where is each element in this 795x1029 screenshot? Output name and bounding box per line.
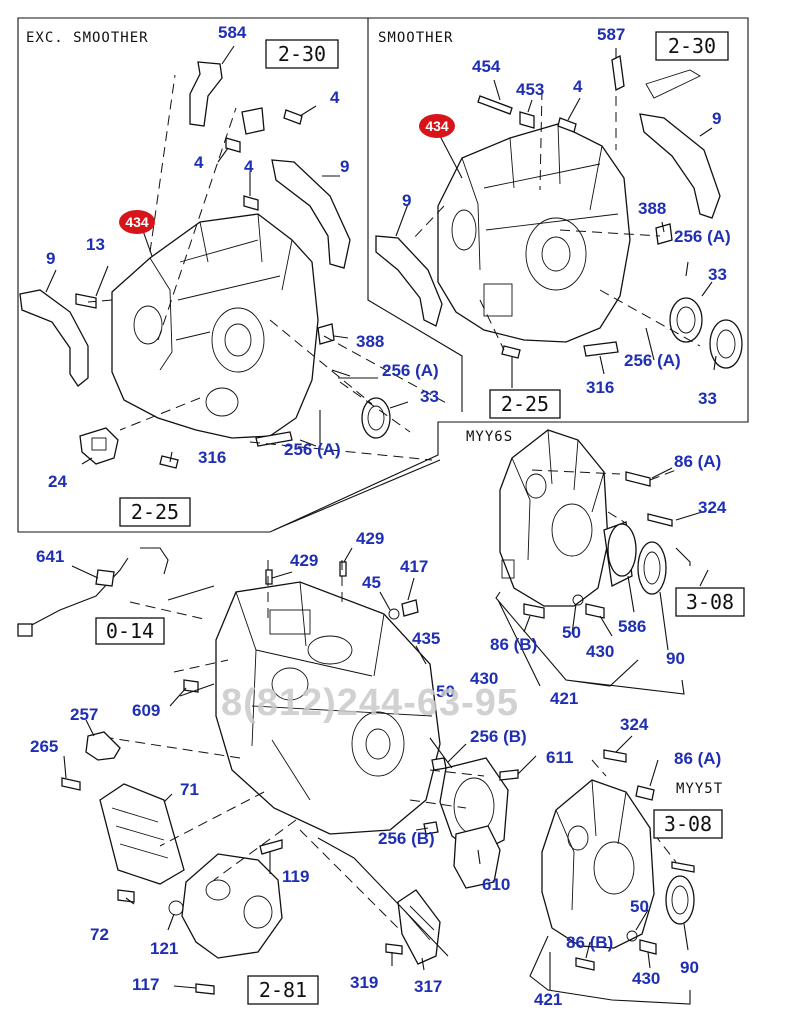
part-label[interactable]: 33	[708, 265, 727, 284]
part-label[interactable]: 72	[90, 925, 109, 944]
part-label[interactable]: 4	[330, 88, 340, 107]
ref-box[interactable]	[489, 389, 561, 419]
part-label[interactable]: 265	[30, 737, 58, 756]
part-label[interactable]: 388	[638, 199, 666, 218]
part-label[interactable]: 316	[586, 378, 614, 397]
highlight-part-434[interactable]: 434 434	[119, 114, 455, 234]
part-label[interactable]: 33	[420, 387, 439, 406]
section-header-myy5t: MYY5T	[676, 781, 723, 797]
part-label[interactable]: 641	[36, 547, 64, 566]
part-label[interactable]: 430	[632, 969, 660, 988]
ref-box-label[interactable]: 2-30	[278, 42, 326, 66]
part-label[interactable]: 453	[516, 80, 544, 99]
part-label[interactable]: 611	[546, 748, 573, 767]
ref-box-label[interactable]: 0-14	[106, 619, 154, 643]
ref-box[interactable]	[95, 617, 165, 645]
part-label[interactable]: 586	[618, 617, 646, 636]
ref-box-label[interactable]: 3-08	[686, 590, 734, 614]
ref-box-label[interactable]: 2-30	[668, 34, 716, 58]
part-label[interactable]: 587	[597, 25, 625, 44]
part-label[interactable]: 4	[194, 153, 204, 172]
part-label[interactable]: 324	[620, 715, 649, 734]
transmission-case	[17, 547, 537, 995]
ref-box-label[interactable]: 3-08	[664, 812, 712, 836]
ref-box[interactable]	[675, 587, 745, 617]
ref-box-label[interactable]: 2-81	[259, 978, 307, 1002]
part-label[interactable]: 421	[534, 990, 562, 1009]
highlight-part-label[interactable]: 434	[425, 118, 449, 134]
myy5t-extension-case	[529, 735, 695, 1005]
part-label[interactable]: 421	[550, 689, 578, 708]
part-label[interactable]: 13	[86, 235, 105, 254]
part-label[interactable]: 317	[414, 977, 442, 996]
part-label[interactable]: 584	[218, 23, 247, 42]
part-label[interactable]: 257	[70, 705, 98, 724]
ref-box[interactable]	[655, 31, 729, 61]
part-label[interactable]: 9	[712, 109, 721, 128]
part-label[interactable]: 86 (A)	[674, 452, 721, 471]
clutch-housing-smoother	[375, 48, 743, 388]
part-label[interactable]: 117	[132, 975, 159, 994]
part-label[interactable]: 417	[400, 557, 428, 576]
part-label[interactable]: 119	[282, 867, 309, 886]
part-label[interactable]: 430	[586, 642, 614, 661]
ref-box-label[interactable]: 2-25	[131, 500, 179, 524]
part-label[interactable]: 71	[180, 780, 199, 799]
part-label[interactable]: 609	[132, 701, 160, 720]
part-label[interactable]: 4	[244, 157, 254, 176]
section-header-smoother: SMOOTHER	[378, 30, 453, 46]
part-label[interactable]: 33	[698, 389, 717, 408]
part-label[interactable]: 4	[573, 77, 583, 96]
part-label[interactable]: 256 (B)	[470, 727, 527, 746]
ref-box[interactable]	[119, 497, 191, 527]
watermark-phone: 8(812)244-63-95	[221, 682, 519, 724]
part-label[interactable]: 86 (B)	[566, 933, 613, 952]
part-label[interactable]: 319	[350, 973, 378, 992]
part-label[interactable]: 454	[472, 57, 501, 76]
ref-box[interactable]	[247, 975, 319, 1005]
part-label[interactable]: 256 (A)	[284, 440, 341, 459]
part-label[interactable]: 388	[356, 332, 384, 351]
part-label[interactable]: 316	[198, 448, 226, 467]
section-header-exc-smoother: EXC. SMOOTHER	[26, 30, 149, 46]
part-label[interactable]: 610	[482, 875, 510, 894]
part-label[interactable]: 9	[46, 249, 55, 268]
part-label[interactable]: 90	[680, 958, 699, 977]
part-label[interactable]: 429	[356, 529, 384, 548]
highlight-part-label[interactable]: 434	[125, 214, 149, 230]
part-label[interactable]: 435	[412, 629, 440, 648]
part-label[interactable]: 45	[362, 573, 381, 592]
part-label[interactable]: 50	[562, 623, 581, 642]
ref-box[interactable]	[265, 39, 339, 69]
part-label[interactable]: 86 (A)	[674, 749, 721, 768]
section-header-myy6s: MYY6S	[466, 429, 513, 445]
part-label[interactable]: 430	[470, 669, 498, 688]
part-labels: 584 4 4 4 9 13 9 388 256 (A) 33 256 (A) …	[30, 23, 731, 1009]
frames	[17, 17, 749, 533]
part-label[interactable]: 90	[666, 649, 685, 668]
myy6s-extension-case	[495, 429, 709, 695]
part-label[interactable]: 50	[630, 897, 649, 916]
part-label[interactable]: 324	[698, 498, 727, 517]
ref-box-label[interactable]: 2-25	[501, 392, 549, 416]
part-label[interactable]: 121	[150, 939, 178, 958]
ref-box[interactable]	[653, 809, 723, 839]
clutch-housing-exc-smoother	[19, 45, 449, 531]
part-label[interactable]: 429	[290, 551, 318, 570]
part-label[interactable]: 256 (A)	[624, 351, 681, 370]
part-label[interactable]: 256 (A)	[382, 361, 439, 380]
part-label[interactable]: 86 (B)	[490, 635, 537, 654]
part-label[interactable]: 24	[48, 472, 67, 491]
part-label[interactable]: 256 (A)	[674, 227, 731, 246]
part-label[interactable]: 50	[436, 682, 455, 701]
part-label[interactable]: 9	[340, 157, 349, 176]
part-label[interactable]: 9	[402, 191, 411, 210]
part-label[interactable]: 256 (B)	[378, 829, 435, 848]
ref-box-group: 2-30 2-25 2-30 2-25 0-14 3-08 3-08 2-81	[95, 31, 745, 1005]
